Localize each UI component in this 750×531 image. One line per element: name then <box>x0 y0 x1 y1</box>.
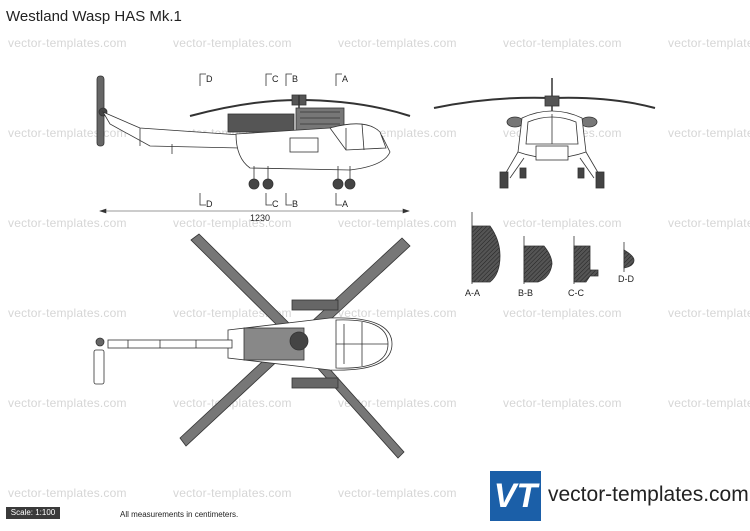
section-a-a-label: A-A <box>465 288 480 298</box>
front-view <box>433 78 656 189</box>
section-c-c-label: C-C <box>568 288 584 298</box>
section-label-d: D <box>206 74 213 84</box>
dimension-line <box>99 208 410 214</box>
section-label-a: A <box>342 199 348 209</box>
section-b-b-label: B-B <box>518 288 533 298</box>
dimension-value: 1230 <box>250 213 270 223</box>
drawing-title: Westland Wasp HAS Mk.1 <box>6 8 182 25</box>
section-label-b: B <box>292 74 298 84</box>
section-label-c: C <box>272 74 279 84</box>
section-label-b: B <box>292 199 298 209</box>
section-d-d-label: D-D <box>618 274 634 284</box>
top-view <box>93 233 411 459</box>
section-label-d: D <box>206 199 213 209</box>
brand-url[interactable]: vector-templates.com <box>548 483 749 506</box>
cross-sections <box>471 212 635 284</box>
section-label-c: C <box>272 199 279 209</box>
measurement-note: All measurements in centimeters. <box>120 510 239 519</box>
brand-logo: VT <box>490 471 541 521</box>
side-view <box>96 73 411 206</box>
section-label-a: A <box>342 74 348 84</box>
scale-badge: Scale: 1:100 <box>6 507 60 519</box>
